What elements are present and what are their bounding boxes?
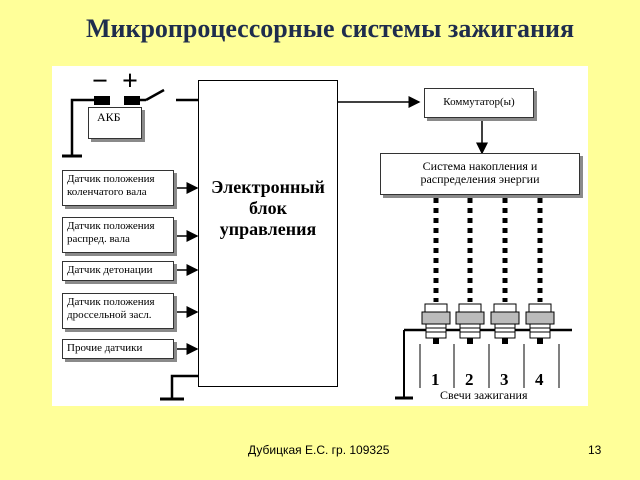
sensor-camshaft: Датчик положения распред. вала: [62, 217, 174, 253]
battery-box: АКБ: [88, 107, 142, 139]
footer-author: Дубицкая Е.С. гр. 109325: [248, 443, 390, 457]
plug-number-1: 1: [431, 370, 440, 389]
plug-number-3: 3: [500, 370, 509, 389]
plug-number-4: 4: [535, 370, 544, 389]
commutator-box: Коммутатор(ы): [424, 88, 534, 118]
page-number: 13: [588, 443, 602, 457]
sensor-throttle: Датчик положения дроссельной засл.: [62, 293, 174, 329]
spark-plug-4-icon: [525, 303, 555, 345]
battery-minus-sign: −: [92, 66, 108, 97]
spark-plug-2-icon: [455, 303, 485, 345]
spark-plug-3-icon: [490, 303, 520, 345]
battery-plus-terminal: [124, 96, 140, 105]
sensor-other: Прочие датчики: [62, 339, 174, 359]
diagram-lines: [62, 88, 572, 401]
ecu-box: Электронный блок управления: [198, 80, 338, 387]
sensor-crankshaft: Датчик положения коленчатого вала: [62, 170, 174, 206]
battery-minus-terminal: [94, 96, 110, 105]
spark-plug-1-icon: [421, 303, 451, 345]
battery-plus-sign: +: [122, 66, 138, 97]
ignition-switch-icon: [145, 88, 165, 102]
plug-number-2: 2: [465, 370, 474, 389]
slide-title: Микропроцессорные системы зажигания: [85, 14, 575, 43]
ignition-diagram: − + АКБ Датчик положения коленчатого вал…: [52, 66, 588, 406]
plugs-caption: Свечи зажигания: [440, 388, 528, 402]
energy-storage-box: Система накопления и распределения энерг…: [380, 153, 580, 195]
sensor-knock: Датчик детонации: [62, 261, 174, 281]
